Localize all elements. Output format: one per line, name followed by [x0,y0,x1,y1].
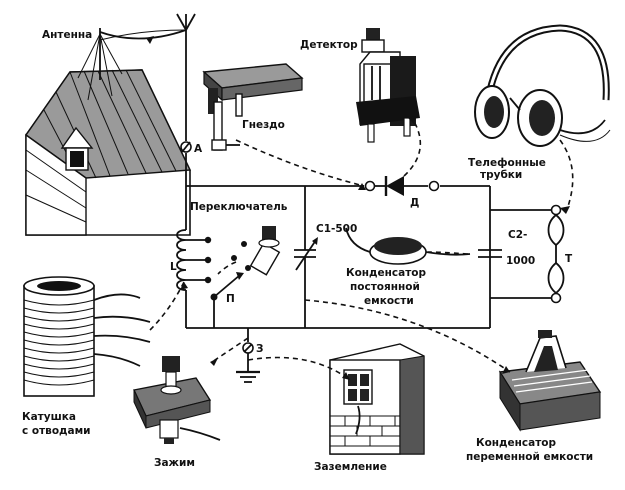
node-z: З [256,343,263,355]
coil-illustration [23,276,151,397]
detector-illustration [356,28,420,143]
variable-capacitor-illustration [498,330,602,432]
node-d: Д [410,197,419,209]
coil-label-line1: Катушка [22,411,76,423]
fixed-cap-label-line1: Конденсатор [346,267,427,279]
detector-label: Детектор [300,39,358,51]
jack-illustration [202,63,304,151]
switch-label: Переключатель [190,201,288,213]
node-t: Т [565,253,573,265]
c2-value: 1000 [506,255,535,267]
coil-label-line2: с отводами [22,425,91,437]
var-cap-label-line2: переменной емкости [466,451,593,463]
fixed-capacitor-illustration [345,227,471,265]
node-a: A [194,143,203,155]
switch-illustration [231,226,281,276]
circuit-schematic [176,13,565,383]
headphones-label-line1: Телефонные [468,157,546,169]
clamp-illustration [132,356,221,444]
grounding-illustration [329,343,425,455]
ground-label: Заземление [314,461,387,473]
house-illustration [25,28,192,236]
var-cap-label-line1: Конденсатор [476,437,557,449]
fixed-cap-label-line2: постоянной [350,281,420,293]
node-p: П [226,293,235,305]
headphones-illustration [474,24,611,147]
headphones-label-line2: трубки [480,169,522,181]
antenna-label: Антенна [42,29,92,41]
fixed-cap-label-line3: емкости [364,295,414,307]
dashed-leaders [149,117,574,381]
clamp-label: Зажим [154,457,195,469]
c2-label: C2- [508,229,527,241]
c1-label: C1-500 [316,223,357,235]
node-l: L [170,261,177,273]
jack-label: Гнездо [242,119,285,131]
